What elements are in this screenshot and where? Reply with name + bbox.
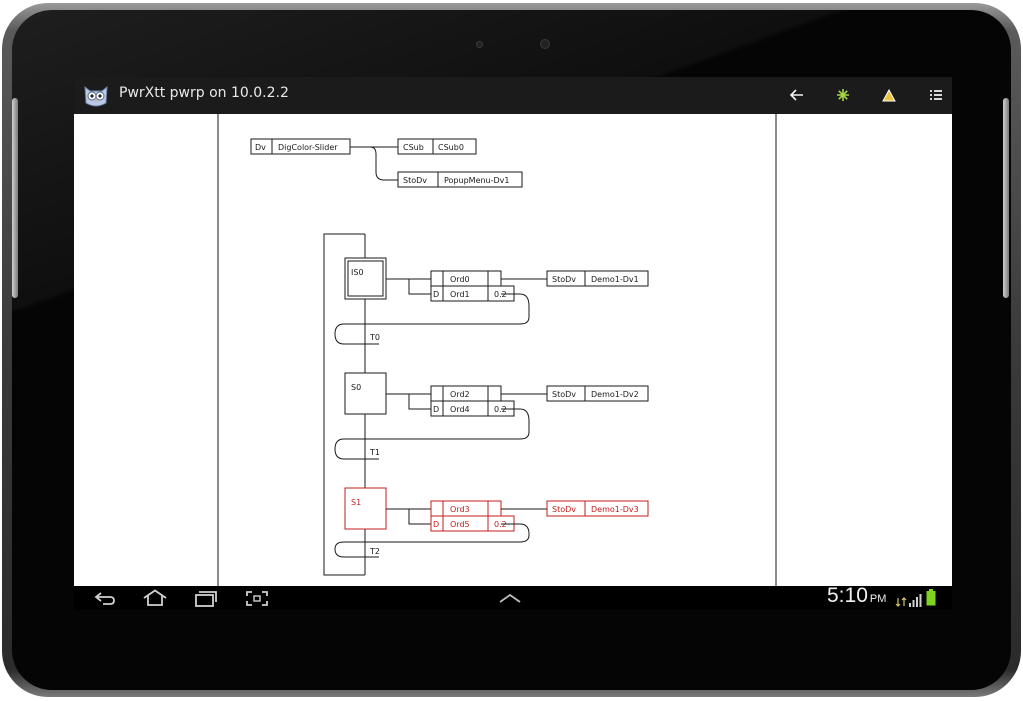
list-menu-icon	[930, 90, 942, 100]
order-name-label: Ord3	[450, 505, 470, 514]
plc-diagram-svg: Dv DigColor-Slider CSub CSub0 StoDv Popu…	[217, 114, 777, 586]
sequence-frame	[323, 233, 365, 576]
warning-button[interactable]	[874, 81, 904, 109]
order-qualifier-label: D	[433, 520, 439, 529]
transition-t1-label[interactable]: T1	[369, 448, 380, 457]
nav-home-button[interactable]	[138, 587, 172, 609]
stodv-type-label: StoDv	[552, 275, 576, 284]
back-arrow-button[interactable]	[782, 81, 812, 109]
stodv-name-label: Demo1-Dv2	[591, 390, 639, 399]
order-name-label: Ord5	[450, 520, 470, 529]
step-label: S1	[351, 498, 361, 507]
csub-name-label: CSub0	[438, 143, 464, 152]
screenshot-icon	[246, 590, 268, 606]
order-block-3[interactable]: Ord3 D Ord5 0.2	[430, 500, 515, 532]
stodv-name-label: Demo1-Dv3	[591, 505, 639, 514]
step-label: S0	[351, 383, 361, 392]
order-name-label: Ord4	[450, 405, 470, 414]
step-s1-order-wire	[386, 508, 431, 525]
recent-apps-icon	[195, 590, 217, 607]
clock-time: 5:10	[827, 584, 868, 607]
step-is0-order-wire	[386, 278, 431, 295]
app-title: PwrXtt pwrp on 10.0.2.2	[119, 85, 289, 101]
nav-expand-button[interactable]	[493, 587, 527, 609]
signal-icon	[908, 592, 922, 607]
order-time-value: 0.2	[494, 405, 507, 414]
stodv-type-label: StoDv	[552, 390, 576, 399]
back-arrow-icon	[789, 89, 803, 101]
warning-triangle-icon	[882, 88, 896, 101]
transition-t0-label[interactable]: T0	[369, 333, 380, 342]
transition-t1-loop	[334, 408, 530, 460]
nav-recent-apps-button[interactable]	[189, 587, 223, 609]
device-screen: PwrXtt pwrp on 10.0.2.2	[74, 77, 952, 610]
transition-t0-loop	[334, 293, 530, 345]
owl-icon[interactable]	[82, 81, 110, 109]
stodv-demo1-dv1[interactable]: StoDv Demo1-Dv1	[546, 270, 649, 287]
step-s0[interactable]: S0	[344, 372, 387, 415]
order-time-value: 0.2	[494, 520, 507, 529]
right-side-key	[1003, 98, 1009, 298]
dv-name-label: DigColor-Slider	[278, 143, 338, 152]
front-camera	[540, 39, 550, 49]
csub-type-label: CSub	[403, 143, 424, 152]
overflow-menu-button[interactable]	[921, 81, 951, 109]
light-sensor	[476, 41, 483, 48]
stodv-name-label: Demo1-Dv1	[591, 275, 639, 284]
order-name-label: Ord2	[450, 390, 470, 399]
dv-connection	[350, 146, 398, 181]
stodv-demo1-dv3[interactable]: StoDv Demo1-Dv3	[546, 500, 649, 517]
step-label: IS0	[351, 268, 364, 277]
plc-graph-canvas[interactable]: Dv DigColor-Slider CSub CSub0 StoDv Popu…	[74, 114, 952, 586]
order-qualifier-label: D	[433, 290, 439, 299]
nav-screenshot-button[interactable]	[240, 587, 274, 609]
order-name-label: Ord0	[450, 275, 470, 284]
transition-t2-label[interactable]: T2	[369, 547, 380, 556]
battery-icon	[926, 589, 936, 606]
nav-back-button[interactable]	[88, 587, 122, 609]
clock-ampm: PM	[869, 593, 887, 605]
stodv-type-label: StoDv	[403, 176, 427, 185]
asterisk-button[interactable]	[828, 81, 858, 109]
chevron-up-icon	[499, 593, 521, 603]
order-qualifier-label: D	[433, 405, 439, 414]
order-time-value: 0.2	[494, 290, 507, 299]
transition-t2-loop	[334, 523, 530, 558]
asterisk-icon	[837, 89, 849, 101]
action-bar: PwrXtt pwrp on 10.0.2.2	[74, 77, 952, 114]
order-block-1[interactable]: Ord0 D Ord1 0.2	[430, 270, 515, 302]
data-transfer-icon	[895, 593, 907, 607]
back-icon	[94, 592, 115, 605]
home-icon	[143, 589, 167, 606]
left-side-key	[12, 98, 18, 298]
dv-type-label: Dv	[255, 143, 266, 152]
stodv-demo1-dv2[interactable]: StoDv Demo1-Dv2	[546, 385, 649, 402]
stodv-popup-node[interactable]: StoDv PopupMenu-Dv1	[397, 171, 523, 188]
order-name-label: Ord1	[450, 290, 470, 299]
step-is0[interactable]: IS0	[344, 257, 387, 300]
stodv-name-label: PopupMenu-Dv1	[444, 176, 510, 185]
step-s1[interactable]: S1	[344, 487, 387, 530]
step-s0-order-wire	[386, 393, 431, 410]
order-block-2[interactable]: Ord2 D Ord4 0.2	[430, 385, 515, 417]
csub-node[interactable]: CSub CSub0	[397, 138, 477, 155]
stodv-type-label: StoDv	[552, 505, 576, 514]
dv-node[interactable]: Dv DigColor-Slider	[250, 138, 351, 155]
